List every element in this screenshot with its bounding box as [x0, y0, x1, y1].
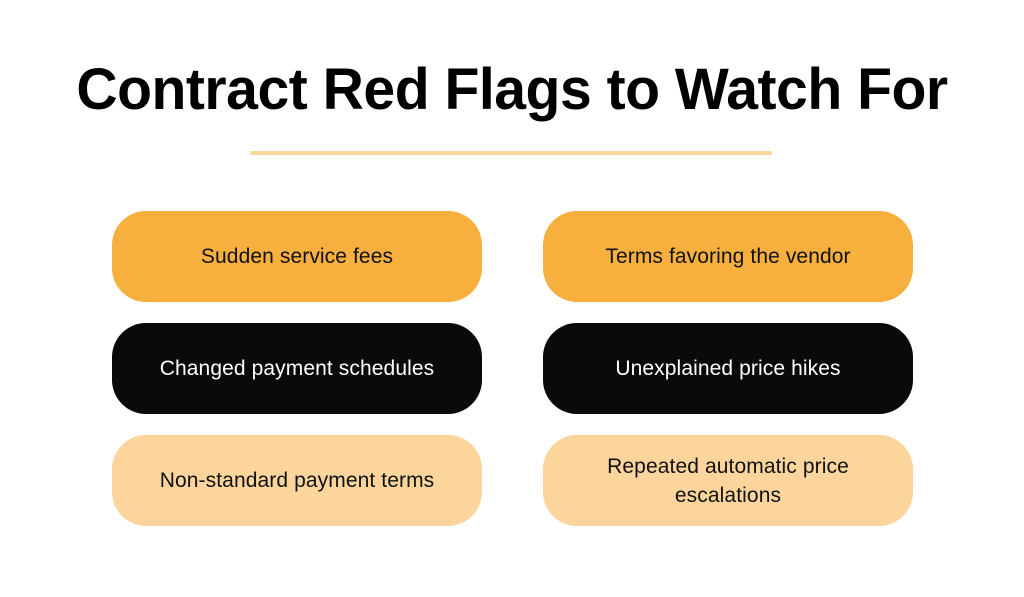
red-flag-card-2: Terms favoring the vendor	[543, 211, 913, 302]
title-block: Contract Red Flags to Watch For	[0, 58, 1024, 122]
red-flag-card-4: Unexplained price hikes	[543, 323, 913, 414]
red-flag-card-5-label: Non-standard payment terms	[159, 469, 435, 492]
red-flag-card-4-label: Unexplained price hikes	[615, 357, 841, 380]
red-flag-card-grid: Sudden service fees Terms favoring the v…	[112, 211, 913, 531]
red-flag-card-1: Sudden service fees	[112, 211, 482, 302]
red-flag-card-3-label: Changed payment schedules	[159, 357, 435, 380]
red-flag-card-2-label: Terms favoring the vendor	[605, 245, 851, 268]
red-flag-card-1-label: Sudden service fees	[200, 245, 394, 268]
red-flag-card-3: Changed payment schedules	[112, 323, 482, 414]
page-title: Contract Red Flags to Watch For	[76, 57, 948, 122]
red-flag-card-6-label: Repeated automatic price escalations	[607, 454, 849, 507]
title-divider	[250, 151, 772, 155]
red-flag-card-5: Non-standard payment terms	[112, 435, 482, 526]
red-flag-card-6: Repeated automatic price escalations	[543, 435, 913, 526]
